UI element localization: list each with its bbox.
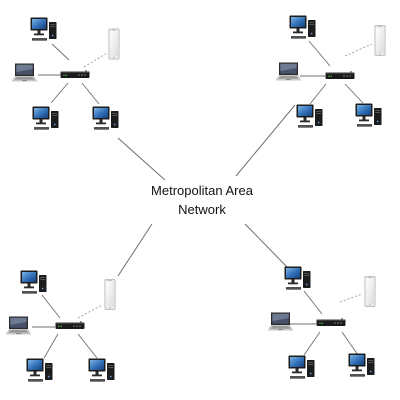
laptop-icon <box>6 316 32 335</box>
link-line <box>50 82 69 104</box>
link-line <box>51 43 70 61</box>
smartphone-icon <box>374 25 386 56</box>
desktop-computer-icon <box>88 358 115 382</box>
lan-top-right <box>276 15 386 128</box>
wifi-link-line <box>83 52 108 68</box>
lan-bottom-right <box>268 266 376 379</box>
backbone-link-bottom-left <box>117 223 153 277</box>
desktop-computer-icon <box>284 266 311 290</box>
man-center-label: Metropolitan Area Network <box>122 181 282 219</box>
link-line <box>341 331 359 356</box>
link-line <box>77 333 98 359</box>
laptop-icon <box>268 312 294 331</box>
wifi-link-line <box>344 43 373 57</box>
wifi-link-line <box>77 304 103 319</box>
man-label-line-1: Metropolitan Area <box>151 183 253 198</box>
lan-bottom-left <box>6 270 116 382</box>
desktop-computer-icon <box>30 17 57 41</box>
router-icon <box>316 318 346 326</box>
lan-top-left <box>12 17 120 130</box>
backbone-link-bottom-right <box>244 223 291 271</box>
link-line <box>303 331 321 356</box>
backbone-link-top-left <box>117 137 166 181</box>
desktop-computer-icon <box>20 270 47 294</box>
desktop-computer-icon <box>289 15 316 39</box>
link-line <box>81 82 100 105</box>
desktop-computer-icon <box>32 106 59 130</box>
desktop-computer-icon <box>355 103 382 127</box>
link-line <box>43 333 59 359</box>
smartphone-icon <box>108 28 120 60</box>
backbone-link-top-right <box>235 104 296 177</box>
router-icon <box>55 321 85 329</box>
wifi-link-line <box>339 293 363 303</box>
laptop-icon <box>12 63 38 82</box>
router-icon <box>60 70 90 78</box>
desktop-computer-icon <box>92 106 119 130</box>
link-line <box>308 40 331 67</box>
desktop-computer-icon <box>26 358 53 382</box>
desktop-computer-icon <box>348 353 375 377</box>
link-line <box>303 290 323 315</box>
link-line <box>309 83 327 105</box>
link-line <box>344 83 364 104</box>
man-backbone-links <box>117 104 296 277</box>
desktop-computer-icon <box>288 355 315 379</box>
man-label-line-2: Network <box>178 202 226 217</box>
router-icon <box>325 71 355 79</box>
laptop-icon <box>276 62 302 81</box>
smartphone-icon <box>104 279 116 310</box>
link-line <box>41 294 61 319</box>
smartphone-icon <box>364 276 376 307</box>
desktop-computer-icon <box>296 104 323 128</box>
